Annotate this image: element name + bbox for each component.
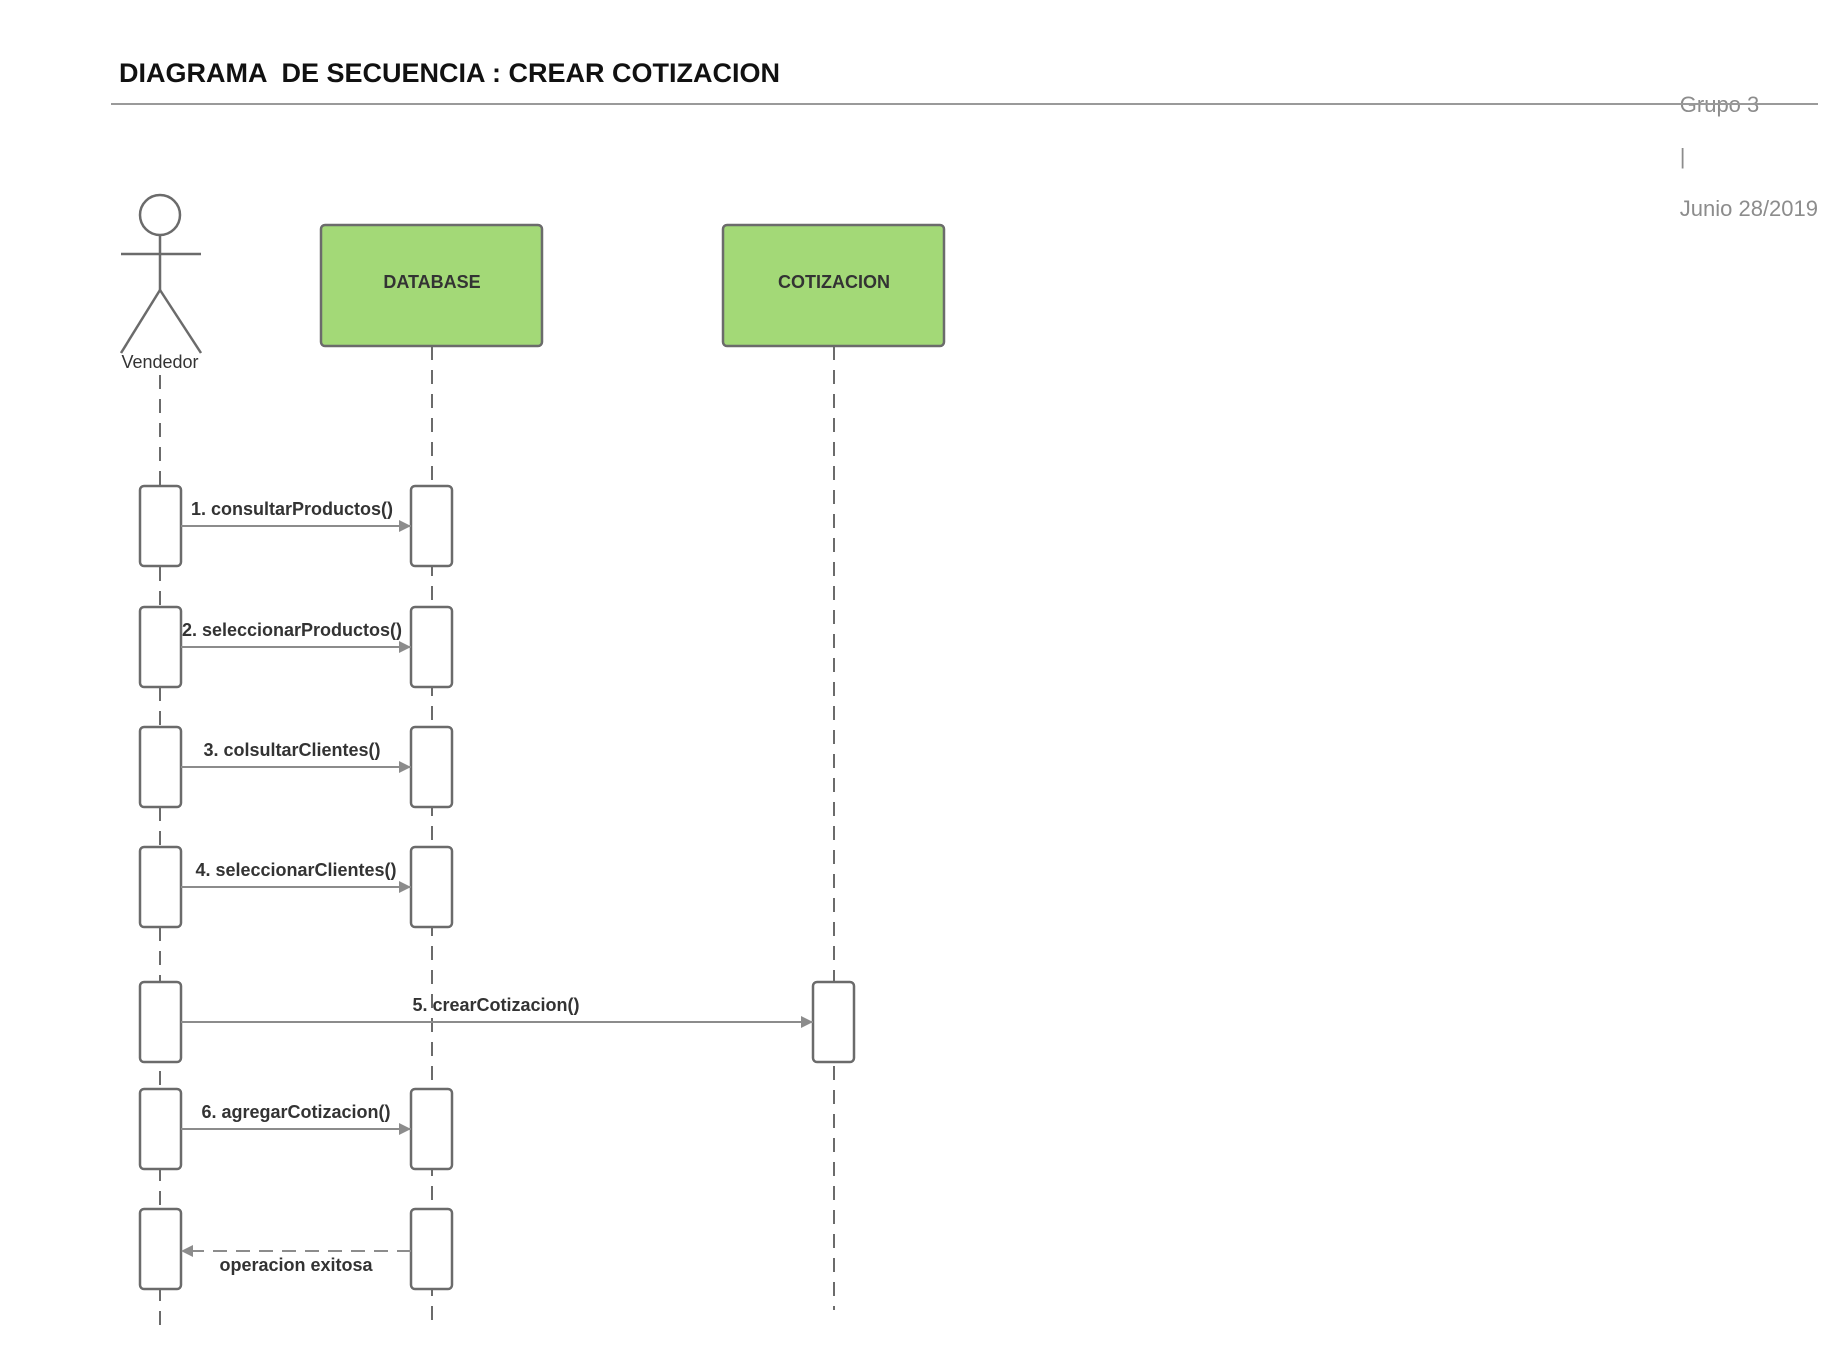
message-4: 4. seleccionarClientes() xyxy=(181,860,411,893)
message-6: 6. agregarCotizacion() xyxy=(181,1102,411,1135)
participant-cotizacion: COTIZACION xyxy=(721,223,946,348)
page-title: DIAGRAMA DE SECUENCIA : CREAR COTIZACION xyxy=(119,58,780,88)
activation-box xyxy=(409,1207,454,1291)
activation-box xyxy=(409,484,454,568)
activation-box xyxy=(138,1087,183,1171)
activation-box xyxy=(138,845,183,929)
header-rule xyxy=(111,103,1818,105)
message-label: operacion exitosa xyxy=(219,1255,373,1275)
activation-box xyxy=(811,980,856,1064)
message-2: 2. seleccionarProductos() xyxy=(181,620,411,653)
actor-label: Vendedor xyxy=(121,352,198,372)
activation-box xyxy=(138,725,183,809)
participant-database: DATABASE xyxy=(319,223,544,348)
message-label: 3. colsultarClientes() xyxy=(203,740,380,760)
actor-vendedor: Vendedor xyxy=(119,193,203,372)
database-label: DATABASE xyxy=(383,272,480,292)
activation-box xyxy=(409,605,454,689)
message-label: 1. consultarProductos() xyxy=(191,499,393,519)
activation-box xyxy=(138,1207,183,1291)
message-1: 1. consultarProductos() xyxy=(181,499,411,532)
message-label: 5. crearCotizacion() xyxy=(412,995,579,1015)
actor-head xyxy=(138,193,182,237)
diagram-header: DIAGRAMA DE SECUENCIA : CREAR COTIZACION… xyxy=(0,0,1848,221)
message-5: 5. crearCotizacion() xyxy=(181,995,813,1028)
message-label: 6. agregarCotizacion() xyxy=(201,1102,390,1122)
date-label: Junio 28/2019 xyxy=(1679,196,1818,221)
activation-box xyxy=(138,605,183,689)
activation-box xyxy=(409,1087,454,1171)
cotizacion-label: COTIZACION xyxy=(778,272,890,292)
message-label: 4. seleccionarClientes() xyxy=(195,860,396,880)
message-label: 2. seleccionarProductos() xyxy=(182,620,402,640)
actor-leg-left xyxy=(119,289,162,354)
activation-box xyxy=(409,845,454,929)
actor-leg-right xyxy=(158,289,203,354)
activation-box xyxy=(138,484,183,568)
message-return: operacion exitosa xyxy=(181,1245,411,1275)
header-separator: | xyxy=(1679,144,1686,169)
header-meta: Grupo 3 | Junio 28/2019 xyxy=(1655,66,1818,248)
activation-box xyxy=(409,725,454,809)
message-3: 3. colsultarClientes() xyxy=(181,740,411,773)
activation-box xyxy=(138,980,183,1064)
